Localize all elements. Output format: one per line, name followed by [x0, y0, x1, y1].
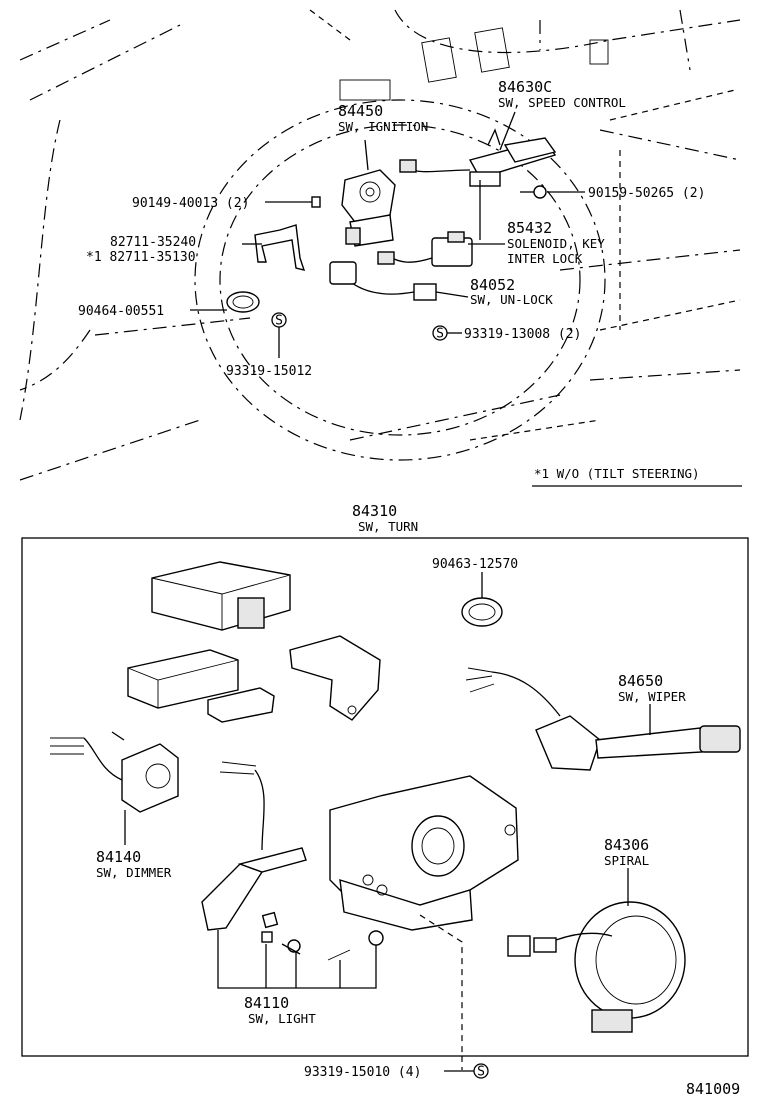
solenoid-name-2: INTER LOCK [507, 251, 583, 266]
small-connector-part [207, 687, 275, 723]
turn-name: SW, TURN [358, 519, 418, 534]
screw-bottom-label: 93319-15010 (4) [304, 1065, 421, 1080]
s-symbol-bottom: S [477, 1065, 485, 1080]
speed-control-switch-part [399, 111, 557, 187]
combination-switch-body-part [329, 775, 519, 931]
ignition-number: 84450 [338, 102, 383, 120]
bracket-plate-part [289, 635, 381, 721]
bottom-clamp-part [461, 572, 503, 627]
speed-control-name: SW, SPEED CONTROL [498, 95, 626, 110]
wiper-number: 84650 [618, 672, 663, 690]
footnote: *1 W/O (TILT STEERING) [534, 466, 700, 481]
bracket-a-label: 82711-35240 [110, 235, 196, 250]
bolt-right-part [520, 185, 547, 199]
figure-id: 841009 [686, 1080, 740, 1098]
wiper-name: SW, WIPER [618, 689, 686, 704]
leader-unlock [435, 291, 469, 298]
light-name: SW, LIGHT [248, 1011, 316, 1026]
bracket-part [250, 224, 306, 271]
wiper-switch-part [465, 667, 741, 771]
leader-light-bracket [217, 930, 377, 989]
dashboard-outline [19, 9, 741, 481]
dimmer-switch-part [50, 731, 179, 845]
bracket-b-label: *1 82711-35130 [86, 250, 196, 265]
spiral-number: 84306 [604, 836, 649, 854]
s-symbol-top-right: S [436, 327, 444, 342]
solenoid-name-1: SOLENOID, KEY [507, 236, 605, 251]
ignition-switch-part [341, 139, 396, 247]
screw-bottom-part: S [473, 1063, 489, 1080]
screw-left-label: 93319-15012 [226, 364, 312, 379]
light-hardware-parts [261, 911, 384, 961]
screw-right-part: S [432, 325, 462, 342]
housing-cover-part [151, 561, 291, 631]
light-number: 84110 [244, 994, 289, 1012]
clamp-top-label: 90464-00551 [78, 304, 164, 319]
dimmer-number: 84140 [96, 848, 141, 866]
connector-block-part [127, 649, 239, 709]
bolt-right-label: 90159-50265 (2) [588, 186, 705, 201]
turn-number: 84310 [352, 502, 397, 520]
speed-control-number: 84630C [498, 78, 552, 96]
spiral-name: SPIRAL [604, 853, 649, 868]
spiral-cable-part [507, 868, 686, 1033]
s-symbol-top-left: S [275, 314, 283, 329]
solenoid-part [377, 231, 473, 267]
top-clamp-part [226, 291, 260, 313]
turn-switch-frame [21, 537, 749, 1057]
bolt-left-label: 90149-40013 (2) [132, 196, 249, 211]
ignition-name: SW, IGNITION [338, 119, 428, 134]
unlock-number: 84052 [470, 276, 515, 294]
unlock-switch-part [329, 261, 437, 301]
bolt-left-part [302, 196, 321, 208]
unlock-name: SW, UN-LOCK [470, 292, 553, 307]
light-switch-part [201, 761, 307, 931]
screw-right-label: 93319-13008 (2) [464, 327, 581, 342]
screw-bottom-dashed-leader [419, 914, 463, 1056]
screw-left-part: S [271, 312, 287, 358]
bottom-clamp-label: 90463-12570 [432, 557, 518, 572]
dimmer-name: SW, DIMMER [96, 865, 172, 880]
solenoid-number: 85432 [507, 219, 552, 237]
